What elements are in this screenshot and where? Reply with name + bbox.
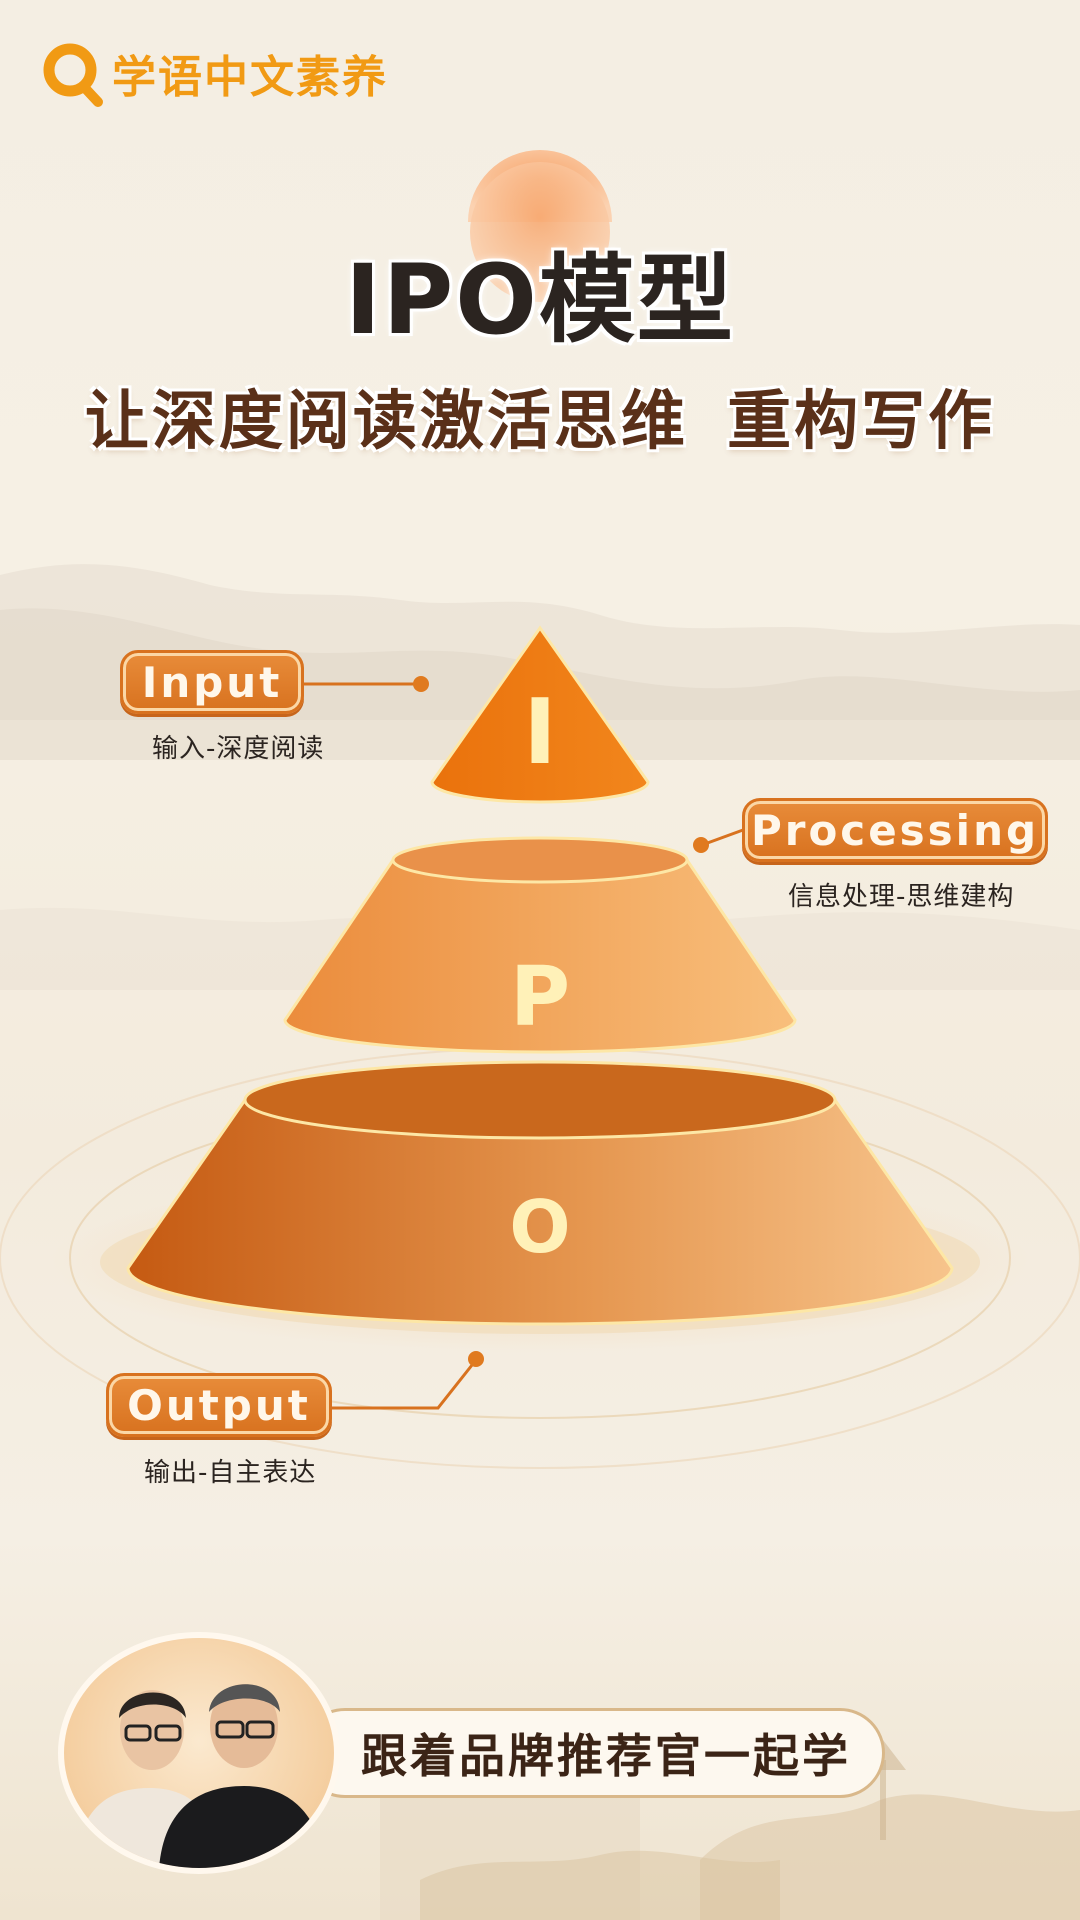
processing-description: 信息处理-思维建构 — [788, 882, 1015, 912]
pyramid-letter-o: O — [509, 1185, 571, 1269]
brand-ambassadors-avatar — [58, 1632, 340, 1874]
input-label: Input — [120, 650, 304, 714]
input-description: 输入-深度阅读 — [152, 734, 325, 764]
brand-logo: 学语中文素养 — [40, 40, 388, 107]
processing-label: Processing — [742, 798, 1048, 862]
connector-output — [327, 1351, 484, 1410]
output-label: Output — [106, 1373, 332, 1437]
page-subtitle: 让深度阅读激活思维 重构写作 — [84, 385, 996, 459]
output-description: 输出-自主表达 — [144, 1458, 317, 1488]
pyramid-tier-output — [126, 1060, 954, 1326]
connector-input — [298, 676, 429, 692]
connector-processing — [693, 828, 744, 853]
pyramid-tier-processing — [283, 836, 797, 1054]
brand-name: 学语中文素养 — [112, 52, 388, 103]
pyramid-letter-i: I — [523, 680, 557, 785]
page-title: IPO模型 — [345, 244, 735, 356]
pyramid-letter-p: P — [509, 950, 571, 1045]
search-magnifier-icon — [40, 40, 106, 107]
pyramid-tier-input — [430, 625, 650, 804]
cta-text: 跟着品牌推荐官一起学 — [361, 1729, 851, 1783]
cta-banner[interactable]: 跟着品牌推荐官一起学 — [300, 1708, 885, 1798]
